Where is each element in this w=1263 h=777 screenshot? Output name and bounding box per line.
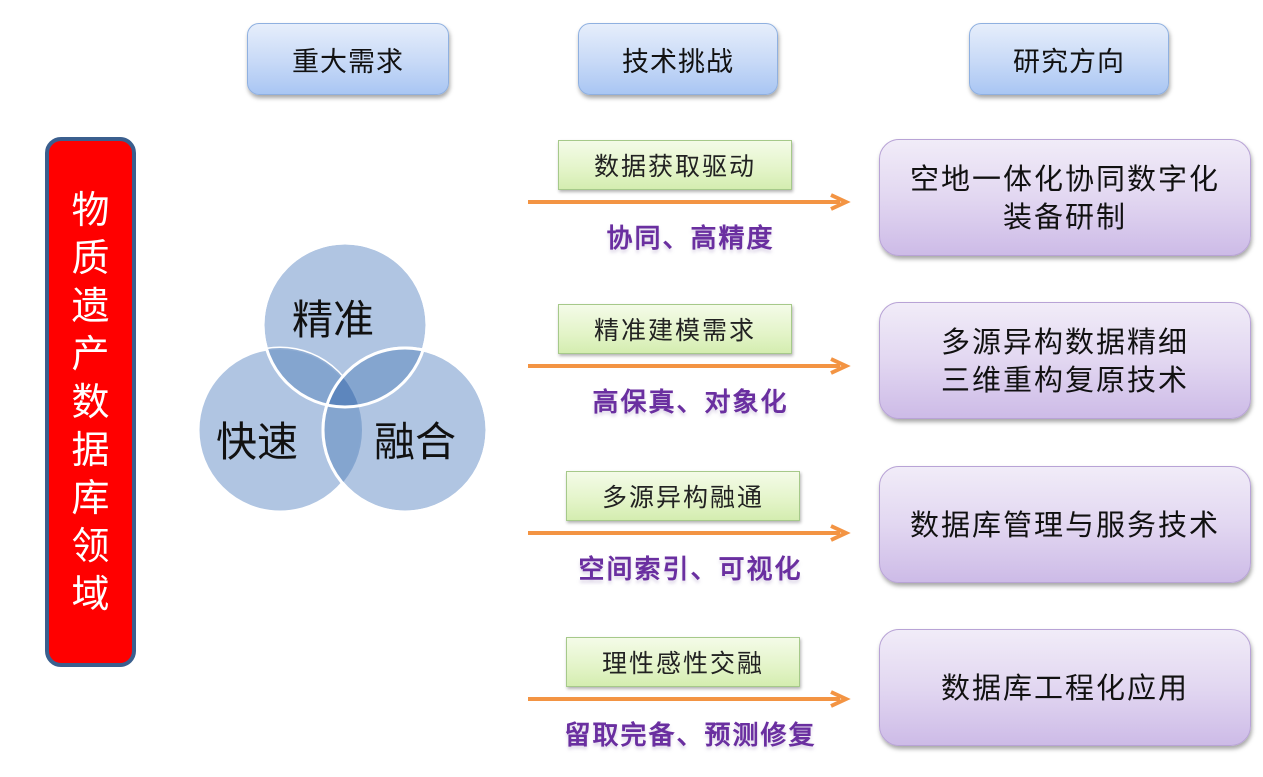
header-label: 重大需求 <box>292 46 404 78</box>
challenge-subtitle: 空间索引、可视化 <box>578 555 803 585</box>
venn-outline-top <box>261 241 429 409</box>
header-technical-challenge: 技术挑战 <box>578 23 778 95</box>
domain-char: 质 <box>71 236 110 280</box>
venn-overlap-top-left <box>263 348 362 407</box>
challenge-box: 数据获取驱动 <box>558 140 792 190</box>
venn-label-right: 融合 <box>374 418 456 466</box>
domain-char: 域 <box>71 572 110 616</box>
arrow-icon <box>528 357 851 375</box>
direction-line: 装备研制 <box>1002 199 1127 234</box>
domain-char: 据 <box>71 428 110 472</box>
domain-char: 领 <box>71 524 110 568</box>
challenge-subtitle: 协同、高精度 <box>606 224 775 254</box>
venn-circles <box>196 241 489 514</box>
venn-overlap-top-right <box>323 348 427 407</box>
header-label: 技术挑战 <box>622 46 734 78</box>
arrow-icon <box>528 690 851 708</box>
challenge-box: 理性感性交融 <box>566 637 800 687</box>
direction-box: 多源异构数据精细 三维重构复原技术 <box>879 302 1251 419</box>
direction-line: 空地一体化协同数字化 <box>909 161 1220 196</box>
arrow-icon <box>528 193 851 211</box>
domain-char: 遗 <box>71 284 110 328</box>
challenge-item: 多源异构融通 空间索引、可视化 <box>528 471 858 585</box>
challenge-subtitle: 留取完备、预测修复 <box>564 721 817 751</box>
direction-box: 数据库工程化应用 <box>879 629 1251 746</box>
venn-label-top: 精准 <box>292 296 374 344</box>
domain-bar: 物 质 遗 产 数 据 库 领 域 <box>45 137 136 667</box>
header-label: 研究方向 <box>1013 46 1125 78</box>
direction-box: 空地一体化协同数字化 装备研制 <box>879 139 1251 256</box>
venn-label-left: 快速 <box>216 418 298 466</box>
challenge-subtitle: 高保真、对象化 <box>592 388 789 418</box>
header-research-direction: 研究方向 <box>969 23 1169 95</box>
header-major-demand: 重大需求 <box>247 23 449 95</box>
challenge-item: 精准建模需求 高保真、对象化 <box>528 304 858 418</box>
arrow-icon <box>528 524 851 542</box>
challenge-item: 理性感性交融 留取完备、预测修复 <box>528 637 858 751</box>
domain-char: 数 <box>71 380 110 424</box>
direction-box: 数据库管理与服务技术 <box>879 466 1251 583</box>
direction-line: 数据库管理与服务技术 <box>909 507 1220 542</box>
challenge-item: 数据获取驱动 协同、高精度 <box>528 140 858 254</box>
direction-line: 三维重构复原技术 <box>940 362 1189 397</box>
direction-line: 多源异构数据精细 <box>940 324 1189 359</box>
direction-line: 数据库工程化应用 <box>940 670 1189 705</box>
challenge-box: 精准建模需求 <box>558 304 792 354</box>
venn-outline-right <box>321 346 489 514</box>
challenge-box: 多源异构融通 <box>566 471 800 521</box>
domain-char: 库 <box>71 476 110 520</box>
domain-char: 物 <box>71 188 110 232</box>
domain-char: 产 <box>71 332 110 376</box>
venn-diagram: 精准 快速 融合 <box>190 240 500 520</box>
